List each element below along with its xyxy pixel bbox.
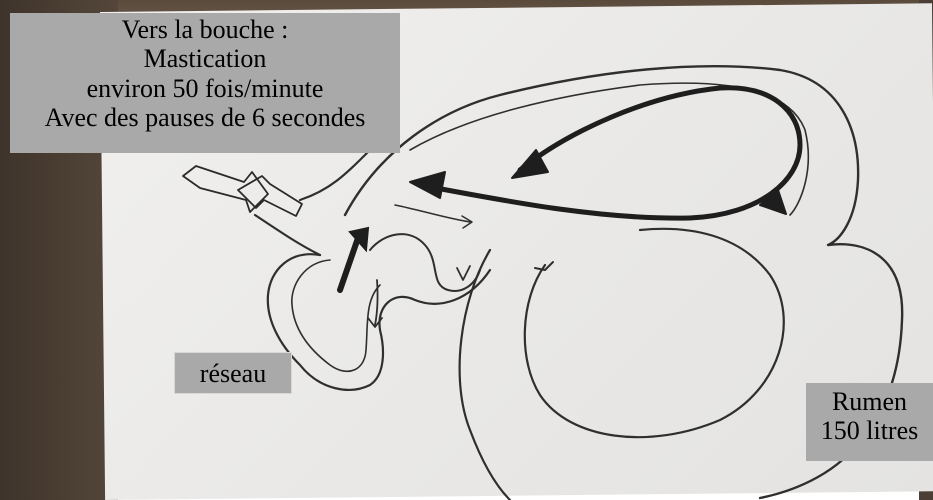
mouth-label-line-4: Avec des pauses de 6 secondes [10, 103, 400, 132]
reticulum-label: réseau [174, 352, 292, 394]
reticulum-inner-outline [292, 260, 380, 371]
reticulo-rumen-fold [370, 234, 480, 291]
circulation-arrow-bottom [420, 88, 800, 218]
mouth-label-line-1: Vers la bouche : [10, 15, 400, 44]
mouth-label-line-3: environ 50 fois/minute [10, 74, 400, 103]
rumen-inner-loop [525, 229, 784, 437]
thin-flow-line [395, 205, 470, 222]
rumen-label-line-2: 150 litres [806, 416, 933, 445]
rumen-label: Rumen 150 litres [806, 383, 933, 461]
mouth-label-line-2: Mastication [10, 44, 400, 73]
rumen-label-line-1: Rumen [806, 387, 933, 416]
circulation-arrowhead-left [410, 172, 445, 198]
reticulum-down-arrow [375, 280, 378, 325]
reticulum-up-arrow [340, 238, 358, 290]
mouth-label: Vers la bouche : Mastication environ 50 … [10, 13, 400, 153]
mouth-arrow-outer [183, 166, 268, 212]
esophagus-lower-outline [255, 215, 320, 255]
circulation-arrowhead-right [760, 190, 786, 214]
fold-small-arrow [457, 266, 470, 280]
mouth-arrow-inner [238, 176, 302, 216]
